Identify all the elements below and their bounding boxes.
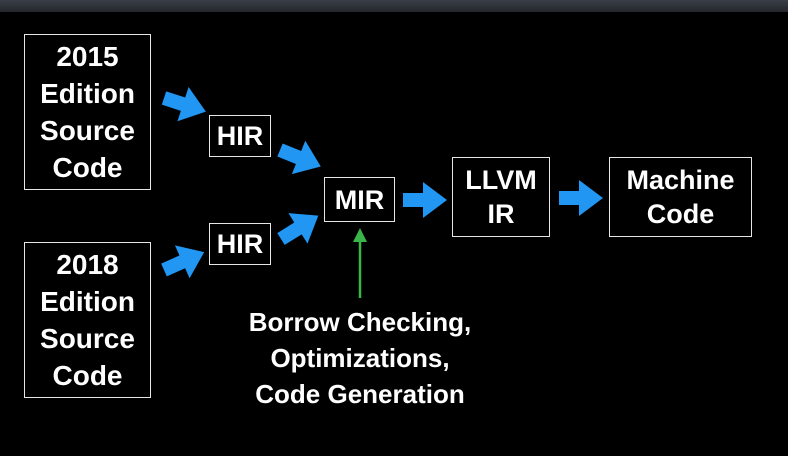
arrow-hir-top-to-mir-icon bbox=[273, 133, 328, 184]
hir-top-box: HIR bbox=[209, 115, 271, 157]
source-2018-box: 2018 Edition Source Code bbox=[24, 242, 151, 398]
box-line: Code bbox=[52, 152, 123, 183]
window-top-bar bbox=[0, 0, 788, 12]
box-line: Machine bbox=[626, 165, 735, 195]
source-2015-box: 2015 Edition Source Code bbox=[24, 34, 151, 190]
box-line: 2018 bbox=[56, 249, 119, 280]
hir-bottom-box: HIR bbox=[209, 223, 271, 265]
note-line: Borrow Checking, bbox=[248, 307, 472, 337]
note-line: Optimizations, bbox=[270, 343, 450, 373]
box-line: Source bbox=[40, 115, 135, 146]
mir-stage-note: Borrow Checking, Optimizations, Code Gen… bbox=[205, 304, 515, 412]
box-line: MIR bbox=[334, 184, 385, 215]
note-line: Code Generation bbox=[255, 379, 465, 409]
arrow-mir-to-llvm-icon bbox=[403, 182, 447, 218]
box-line: Edition bbox=[40, 78, 135, 109]
arrow-llvm-to-machine-icon bbox=[559, 180, 603, 216]
arrow-src2015-to-hir-icon bbox=[158, 80, 212, 129]
mir-box: MIR bbox=[324, 177, 395, 222]
box-line: Code bbox=[646, 199, 715, 229]
box-line: Source bbox=[40, 323, 135, 354]
arrow-hir-bottom-to-mir-icon bbox=[271, 200, 328, 255]
box-line: Edition bbox=[40, 286, 135, 317]
box-line: HIR bbox=[216, 121, 264, 151]
box-line: Code bbox=[52, 360, 123, 391]
machine-code-box: Machine Code bbox=[609, 157, 752, 237]
box-line: IR bbox=[487, 199, 515, 229]
arrow-src2018-to-hir-icon bbox=[156, 235, 212, 287]
llvm-ir-box: LLVM IR bbox=[452, 157, 550, 237]
box-line: 2015 bbox=[56, 41, 119, 72]
box-line: HIR bbox=[216, 229, 264, 259]
arrow-note-to-mir-icon bbox=[353, 228, 367, 298]
box-line: LLVM bbox=[465, 165, 537, 195]
